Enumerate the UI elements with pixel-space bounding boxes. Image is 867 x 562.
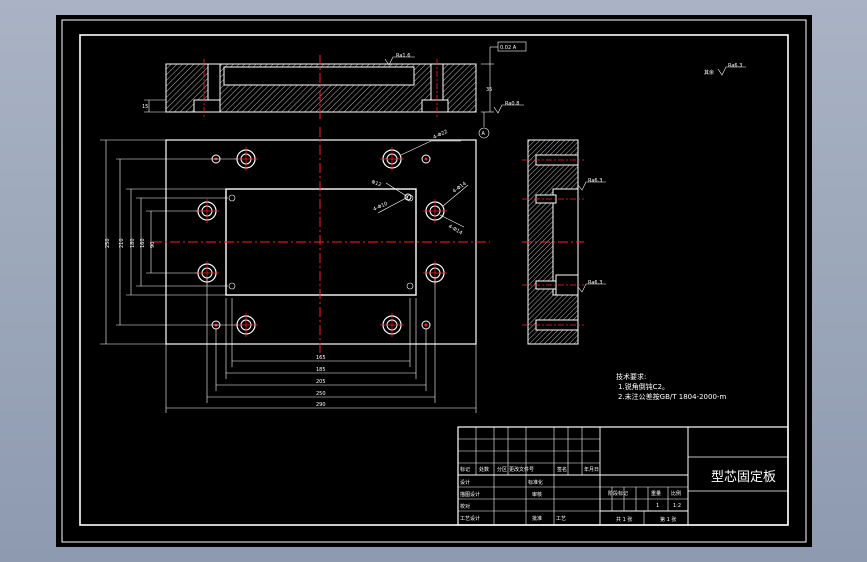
general-roughness-note: 其余 Ra6.3 xyxy=(704,63,746,76)
part-count: 1 xyxy=(656,503,659,509)
callout-hole-12: Φ12 xyxy=(370,179,382,188)
svg-text:290: 290 xyxy=(316,402,326,408)
svg-text:批准: 批准 xyxy=(532,515,542,522)
svg-text:共 1 张: 共 1 张 xyxy=(616,516,632,523)
side-section-view: Ra6.3 Ra6.3 xyxy=(522,139,606,345)
svg-text:设计: 设计 xyxy=(460,479,470,486)
section-step-dim: 15 xyxy=(142,104,148,110)
svg-text:180: 180 xyxy=(130,238,136,248)
drawing-svg: 35 15 0.02 A A Ra1.6 Ra0.8 xyxy=(61,19,807,543)
svg-text:更改文件号: 更改文件号 xyxy=(509,466,534,473)
svg-text:标记: 标记 xyxy=(460,466,470,473)
roughness-top: Ra1.6 xyxy=(396,53,410,59)
svg-text:处数: 处数 xyxy=(479,466,489,473)
section-height-dim: 35 xyxy=(486,87,492,93)
bottom-dimensions: 165 185 205 250 290 xyxy=(165,277,477,413)
svg-text:技术要求:: 技术要求: xyxy=(616,372,646,381)
svg-text:210: 210 xyxy=(119,238,125,248)
svg-text:165: 165 xyxy=(316,355,326,361)
svg-text:签名: 签名 xyxy=(557,466,567,473)
tolerance-frame: 0.02 A xyxy=(500,45,517,51)
title-block: 标记 处数 分区 更改文件号 签名 年月日 设计 标准化 描图设计 审核 校对 … xyxy=(457,426,789,526)
svg-text:250: 250 xyxy=(316,391,326,397)
svg-text:阶段标记: 阶段标记 xyxy=(608,490,628,497)
svg-text:205: 205 xyxy=(316,379,326,385)
svg-text:校对: 校对 xyxy=(460,503,470,510)
roughness-side-lower: Ra6.3 xyxy=(588,280,602,286)
svg-text:比例: 比例 xyxy=(671,490,681,497)
svg-text:160: 160 xyxy=(140,238,146,248)
svg-text:1.锐角倒钝C2。: 1.锐角倒钝C2。 xyxy=(618,382,669,391)
callout-holes-14: 4-Φ14 xyxy=(452,181,468,195)
svg-text:描图设计: 描图设计 xyxy=(460,491,480,498)
callout-holes-22: 4-Φ22 xyxy=(432,129,448,141)
callout-holes-10: 4-Φ10 xyxy=(372,201,388,213)
svg-text:重量: 重量 xyxy=(651,490,661,497)
svg-text:第 1 张: 第 1 张 xyxy=(660,516,676,523)
drawing-title: 型芯固定板 xyxy=(711,470,776,485)
svg-text:Ra6.3: Ra6.3 xyxy=(728,63,742,69)
roughness-side-upper: Ra6.3 xyxy=(588,178,602,184)
top-section-view: 35 15 0.02 A A Ra1.6 Ra0.8 xyxy=(142,41,527,139)
sheet-outer-border xyxy=(61,19,807,543)
svg-text:185: 185 xyxy=(316,367,326,373)
svg-text:工艺设计: 工艺设计 xyxy=(460,515,480,522)
svg-text:审核: 审核 xyxy=(532,491,542,498)
svg-text:90: 90 xyxy=(150,242,156,248)
svg-text:其余: 其余 xyxy=(704,69,714,76)
svg-text:年月日: 年月日 xyxy=(584,466,599,473)
left-dimensions: 250 210 180 160 90 xyxy=(100,139,238,345)
scale-value: 1:2 xyxy=(673,503,681,509)
svg-text:工艺: 工艺 xyxy=(556,516,566,522)
datum-letter: A xyxy=(482,131,486,137)
technical-requirements: 技术要求: 1.锐角倒钝C2。 2.未注公差按GB/T 1804-2000-m xyxy=(616,372,726,401)
sheet-inner-border xyxy=(79,34,789,526)
plan-view: 4-Φ22 4-Φ14 4-Φ10 Φ12 4-Φ14 xyxy=(152,127,490,357)
svg-text:2.未注公差按GB/T 1804-2000-m: 2.未注公差按GB/T 1804-2000-m xyxy=(618,392,726,401)
drawing-canvas[interactable]: 35 15 0.02 A A Ra1.6 Ra0.8 xyxy=(56,15,812,547)
svg-text:分区: 分区 xyxy=(497,466,507,473)
roughness-side: Ra0.8 xyxy=(505,101,519,107)
svg-text:250: 250 xyxy=(105,238,111,248)
svg-text:标准化: 标准化 xyxy=(528,479,543,486)
